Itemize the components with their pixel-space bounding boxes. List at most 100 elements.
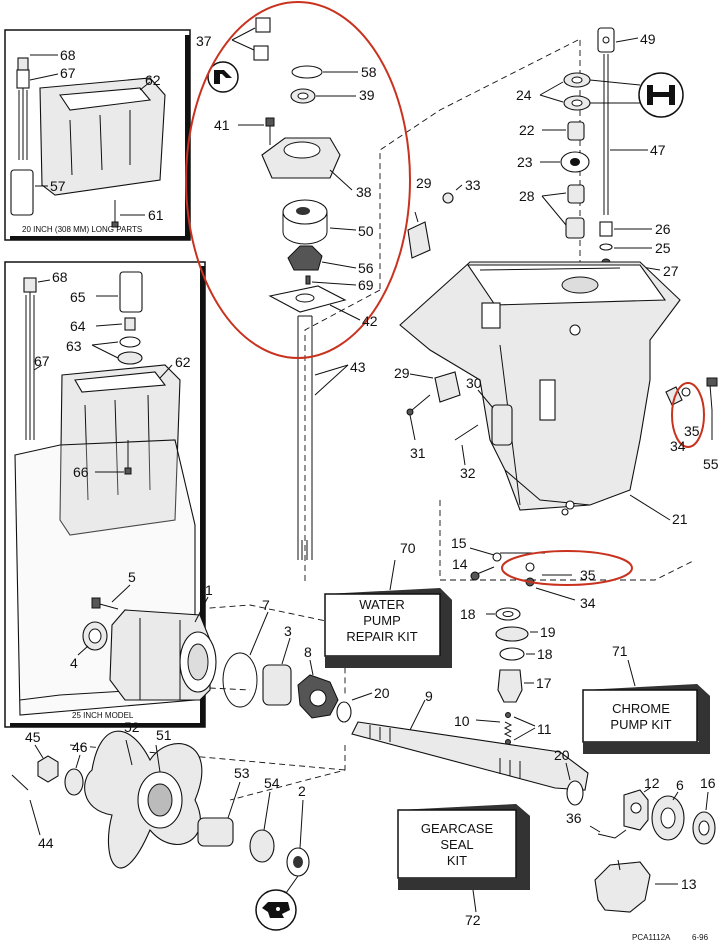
kit-label-line: REPAIR KIT [346, 629, 417, 644]
inset-label-25-inch: 25 INCH MODEL [72, 711, 134, 720]
callout-49: 49 [640, 31, 656, 47]
callout-58: 58 [361, 64, 377, 80]
callout-17: 17 [536, 675, 552, 691]
callout-14: 14 [452, 556, 468, 572]
callout-5: 5 [128, 569, 136, 585]
callout-65: 65 [70, 289, 86, 305]
gasket-sealing-icon [255, 875, 299, 931]
callout-39: 39 [359, 87, 375, 103]
callout-36: 36 [566, 810, 582, 826]
highlight-circle-grommet-right [671, 382, 705, 448]
callout-18: 18 [537, 646, 553, 662]
callout-38: 38 [356, 184, 372, 200]
callout-42: 42 [362, 313, 378, 329]
callout-51: 51 [156, 727, 172, 743]
diagram-footer: PCA1112A 6-96 [632, 933, 709, 942]
callout-72: 72 [465, 912, 481, 928]
callout-57: 57 [50, 178, 66, 194]
callout-12: 12 [644, 775, 660, 791]
kit-label-line: KIT [447, 853, 467, 868]
callout-29: 29 [394, 365, 410, 381]
callout-13: 13 [681, 876, 697, 892]
callout-68: 68 [52, 269, 68, 285]
callout-34: 34 [670, 438, 686, 454]
callout-43: 43 [350, 359, 366, 375]
callout-24: 24 [516, 87, 532, 103]
callout-26: 26 [655, 221, 671, 237]
gear-train-parts: 18 19 18 17 10 11 9 20 [351, 606, 589, 806]
callout-45: 45 [25, 729, 41, 745]
callout-30: 30 [466, 375, 482, 391]
callout-55: 55 [703, 456, 719, 472]
callout-9: 9 [425, 688, 433, 704]
callout-34: 34 [580, 595, 596, 611]
callout-31: 31 [410, 445, 426, 461]
callout-10: 10 [454, 713, 470, 729]
callout-8: 8 [304, 644, 312, 660]
callout-69: 69 [358, 277, 374, 293]
callout-15: 15 [451, 535, 467, 551]
callout-7: 7 [262, 597, 270, 613]
callout-27: 27 [663, 263, 679, 279]
callout-37: 37 [196, 33, 212, 49]
callout-3: 3 [284, 623, 292, 639]
callout-70: 70 [400, 540, 416, 556]
callout-53: 53 [234, 765, 250, 781]
right-lower-group: 12 6 16 36 13 [566, 775, 716, 913]
kit-label-line: WATER [359, 597, 405, 612]
callout-67: 67 [60, 65, 76, 81]
callout-23: 23 [517, 154, 533, 170]
callout-2: 2 [298, 783, 306, 799]
callout-50: 50 [358, 223, 374, 239]
callout-35: 35 [684, 423, 700, 439]
callout-20: 20 [554, 747, 570, 763]
kit-label-line: PUMP [363, 613, 401, 628]
callout-71: 71 [612, 643, 628, 659]
shift-rod-stack: 49 24 22 47 23 28 26 25 27 [516, 27, 684, 279]
kit-label-line: GEARCASE [421, 821, 494, 836]
callout-44: 44 [38, 835, 54, 851]
highlight-circle-water-pump [185, 1, 411, 359]
callout-29: 29 [416, 175, 432, 191]
diagram-code: PCA1112A [632, 933, 671, 942]
kit-label-line: CHROME [612, 701, 670, 716]
water-pump-stack: 37 58 39 41 38 50 56 69 42 43 [185, 1, 411, 560]
callout-63: 63 [66, 338, 82, 354]
propeller-group: 45 46 52 51 53 54 2 44 [11, 719, 310, 931]
callout-11: 11 [537, 721, 552, 737]
callout-28: 28 [519, 188, 535, 204]
callout-47: 47 [650, 142, 666, 158]
inset-long-parts: 68 67 62 57 61 20 INCH (308 MM) LONG PAR… [4, 29, 191, 241]
callout-66: 66 [73, 464, 89, 480]
callout-52: 52 [124, 719, 140, 735]
diagram-date: 6-96 [692, 933, 709, 942]
kit-box-chrome-pump: 71 CHROME PUMP KIT [582, 643, 710, 754]
callout-46: 46 [72, 739, 88, 755]
callout-19: 19 [540, 624, 556, 640]
callout-62: 62 [175, 354, 191, 370]
callout-32: 32 [460, 465, 476, 481]
callout-16: 16 [700, 775, 716, 791]
callout-21: 21 [672, 511, 688, 527]
callout-4: 4 [70, 655, 78, 671]
kit-box-gearcase-seal: 72 GEARCASE SEAL KIT [397, 804, 530, 928]
callout-25: 25 [655, 240, 671, 256]
callout-41: 41 [214, 117, 230, 133]
callout-18: 18 [460, 606, 476, 622]
kit-label-line: SEAL [440, 837, 473, 852]
kit-label-line: PUMP KIT [610, 717, 671, 732]
callout-64: 64 [70, 318, 86, 334]
callout-61: 61 [148, 207, 164, 223]
callout-20: 20 [374, 685, 390, 701]
callout-56: 56 [358, 260, 374, 276]
callout-35: 35 [580, 567, 596, 583]
bearing-housing-group: 5 1 7 3 4 8 20 [70, 569, 390, 723]
callout-22: 22 [519, 122, 535, 138]
inset-label-long-parts: 20 INCH (308 MM) LONG PARTS [22, 225, 142, 234]
highlight-circle-grommet-lower [501, 550, 633, 586]
lubricant-icon [589, 72, 684, 118]
kit-box-water-pump: 70 WATER PUMP REPAIR KIT [324, 540, 452, 668]
gearcase-housing: 29 33 29 30 31 32 35 34 55 21 15 14 35 3… [394, 175, 719, 611]
callout-33: 33 [465, 177, 481, 193]
